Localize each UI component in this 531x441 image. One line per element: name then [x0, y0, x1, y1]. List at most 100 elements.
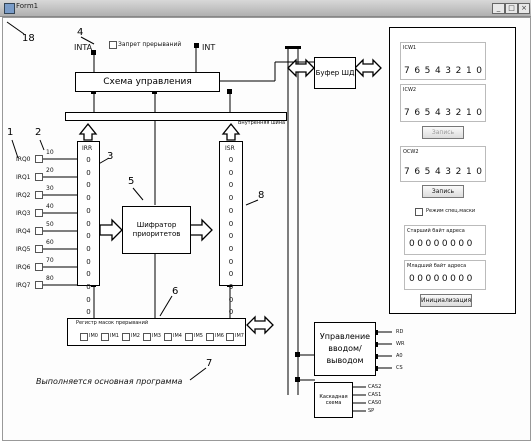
- internal-bus-bar: [65, 112, 287, 121]
- callout-8: 8: [258, 190, 265, 201]
- irq7-label: IRQ7: [16, 282, 31, 289]
- control-scheme-block: Схема управления: [75, 72, 220, 92]
- im4-label: IM4: [173, 333, 182, 339]
- im2-label: IM2: [131, 333, 140, 339]
- irr-register: IRR 0 0 0 0 0 0 0 0 0 0 0 0 0: [77, 141, 100, 316]
- callout-3: 3: [107, 151, 114, 162]
- cascade-scheme-block: Каскадная схема: [314, 382, 353, 418]
- control-scheme-label: Схема управления: [103, 77, 192, 87]
- irq4-label: IRQ4: [16, 228, 31, 235]
- callout-2: 2: [35, 127, 42, 138]
- im5-label: IM5: [194, 333, 203, 339]
- sp-pin: SP: [368, 408, 375, 414]
- callout-6: 6: [172, 286, 179, 297]
- irq3-label: IRQ3: [16, 210, 31, 217]
- isr-register: ISR 0 0 0 0 0 0 0 0 0 0 0 0 0: [219, 141, 243, 316]
- icw2-group: ICW2 76543210: [400, 84, 486, 122]
- icw2-bits: 76543210: [404, 108, 487, 118]
- cas0-pin: CAS0: [368, 400, 382, 406]
- im0-checkbox[interactable]: [80, 333, 88, 341]
- init-button[interactable]: Инициализация: [420, 294, 472, 307]
- ocw2-group: OCW2 76543210: [400, 146, 486, 182]
- im5-checkbox[interactable]: [185, 333, 193, 341]
- rd-pin: RD: [396, 329, 404, 335]
- irq2-vector: 30: [46, 185, 54, 192]
- isr-values: 0 0 0 0 0 0 0 0 0 0 0 0 0: [228, 156, 234, 317]
- irq1-checkbox[interactable]: [35, 173, 43, 181]
- callout-18: 18: [22, 33, 35, 44]
- int-disable-checkbox[interactable]: [109, 41, 117, 49]
- inta-label: INTA: [74, 43, 93, 52]
- irq5-checkbox[interactable]: [35, 245, 43, 253]
- special-mask-label: Режим спец.маски: [426, 208, 476, 214]
- callout-1: 1: [7, 127, 14, 138]
- callout-5: 5: [128, 176, 135, 187]
- title-bar: Form1 _ □ ×: [0, 0, 531, 17]
- close-button[interactable]: ×: [518, 3, 530, 14]
- int-label: INT: [202, 43, 216, 52]
- low-address-label: Младший байт адреса: [407, 263, 467, 269]
- high-address-group: Старший байт адреса 00000000: [404, 225, 486, 255]
- irq0-checkbox[interactable]: [35, 155, 43, 163]
- high-address-bits: 00000000: [409, 239, 475, 249]
- irq3-vector: 40: [46, 203, 54, 210]
- minimize-button[interactable]: _: [492, 3, 505, 14]
- irq5-label: IRQ5: [16, 246, 31, 253]
- wr-pin: WR: [396, 341, 405, 347]
- icw-apply-button[interactable]: Запись: [422, 126, 464, 139]
- irq6-checkbox[interactable]: [35, 263, 43, 271]
- im1-checkbox[interactable]: [101, 333, 109, 341]
- im4-checkbox[interactable]: [164, 333, 172, 341]
- im7-label: IM7: [235, 333, 244, 339]
- cs-pin: CS: [396, 365, 403, 371]
- irq4-vector: 50: [46, 221, 54, 228]
- im3-label: IM3: [152, 333, 161, 339]
- window-title: Form1: [16, 2, 39, 10]
- cas1-pin: CAS1: [368, 392, 382, 398]
- callout-4: 4: [77, 27, 84, 38]
- ocw2-write-button[interactable]: Запись: [422, 185, 464, 198]
- mask-register: Регистр масок прерываний: [67, 318, 246, 346]
- irq7-checkbox[interactable]: [35, 281, 43, 289]
- app-icon: [4, 3, 15, 14]
- ocw2-bits: 76543210: [404, 167, 487, 177]
- irq1-label: IRQ1: [16, 174, 31, 181]
- im2-checkbox[interactable]: [122, 333, 130, 341]
- im3-checkbox[interactable]: [143, 333, 151, 341]
- irr-values: 0 0 0 0 0 0 0 0 0 0 0 0 0: [86, 156, 91, 317]
- high-address-label: Старший байт адреса: [407, 228, 465, 234]
- maximize-button[interactable]: □: [505, 3, 518, 14]
- icw2-label: ICW2: [403, 87, 417, 93]
- cas2-pin: CAS2: [368, 384, 382, 390]
- irq2-checkbox[interactable]: [35, 191, 43, 199]
- int-disable-label: Запрет прерываний: [118, 41, 182, 48]
- im1-label: IM1: [110, 333, 119, 339]
- data-buffer-block: Буфер ШД: [314, 57, 356, 89]
- im6-label: IM6: [215, 333, 224, 339]
- im0-label: IM0: [89, 333, 98, 339]
- isr-label: ISR: [225, 145, 235, 152]
- priority-encoder-block: Шифратор приоритетов: [122, 206, 191, 254]
- irq6-vector: 70: [46, 257, 54, 264]
- irq3-checkbox[interactable]: [35, 209, 43, 217]
- a0-pin: A0: [396, 353, 403, 359]
- irq0-label: IRQ0: [16, 156, 31, 163]
- irq6-label: IRQ6: [16, 264, 31, 271]
- special-mask-checkbox[interactable]: [415, 208, 423, 216]
- data-buffer-label: Буфер ШД: [315, 69, 355, 77]
- icw1-label: ICW1: [403, 45, 417, 51]
- internal-bus-label: Внутренняя шина: [238, 120, 286, 126]
- io-control-label: Управление вводом/выводом: [319, 332, 371, 365]
- icw1-bits: 76543210: [404, 66, 487, 76]
- im7-checkbox[interactable]: [226, 333, 234, 341]
- low-address-bits: 00000000: [409, 274, 475, 284]
- im6-checkbox[interactable]: [206, 333, 214, 341]
- irr-label: IRR: [82, 145, 93, 152]
- callout-7: 7: [206, 358, 213, 369]
- irq4-checkbox[interactable]: [35, 227, 43, 235]
- irq2-label: IRQ2: [16, 192, 31, 199]
- mask-register-label: Регистр масок прерываний: [76, 320, 149, 326]
- irq1-vector: 20: [46, 167, 54, 174]
- irq7-vector: 80: [46, 275, 54, 282]
- icw1-group: ICW1 76543210: [400, 42, 486, 80]
